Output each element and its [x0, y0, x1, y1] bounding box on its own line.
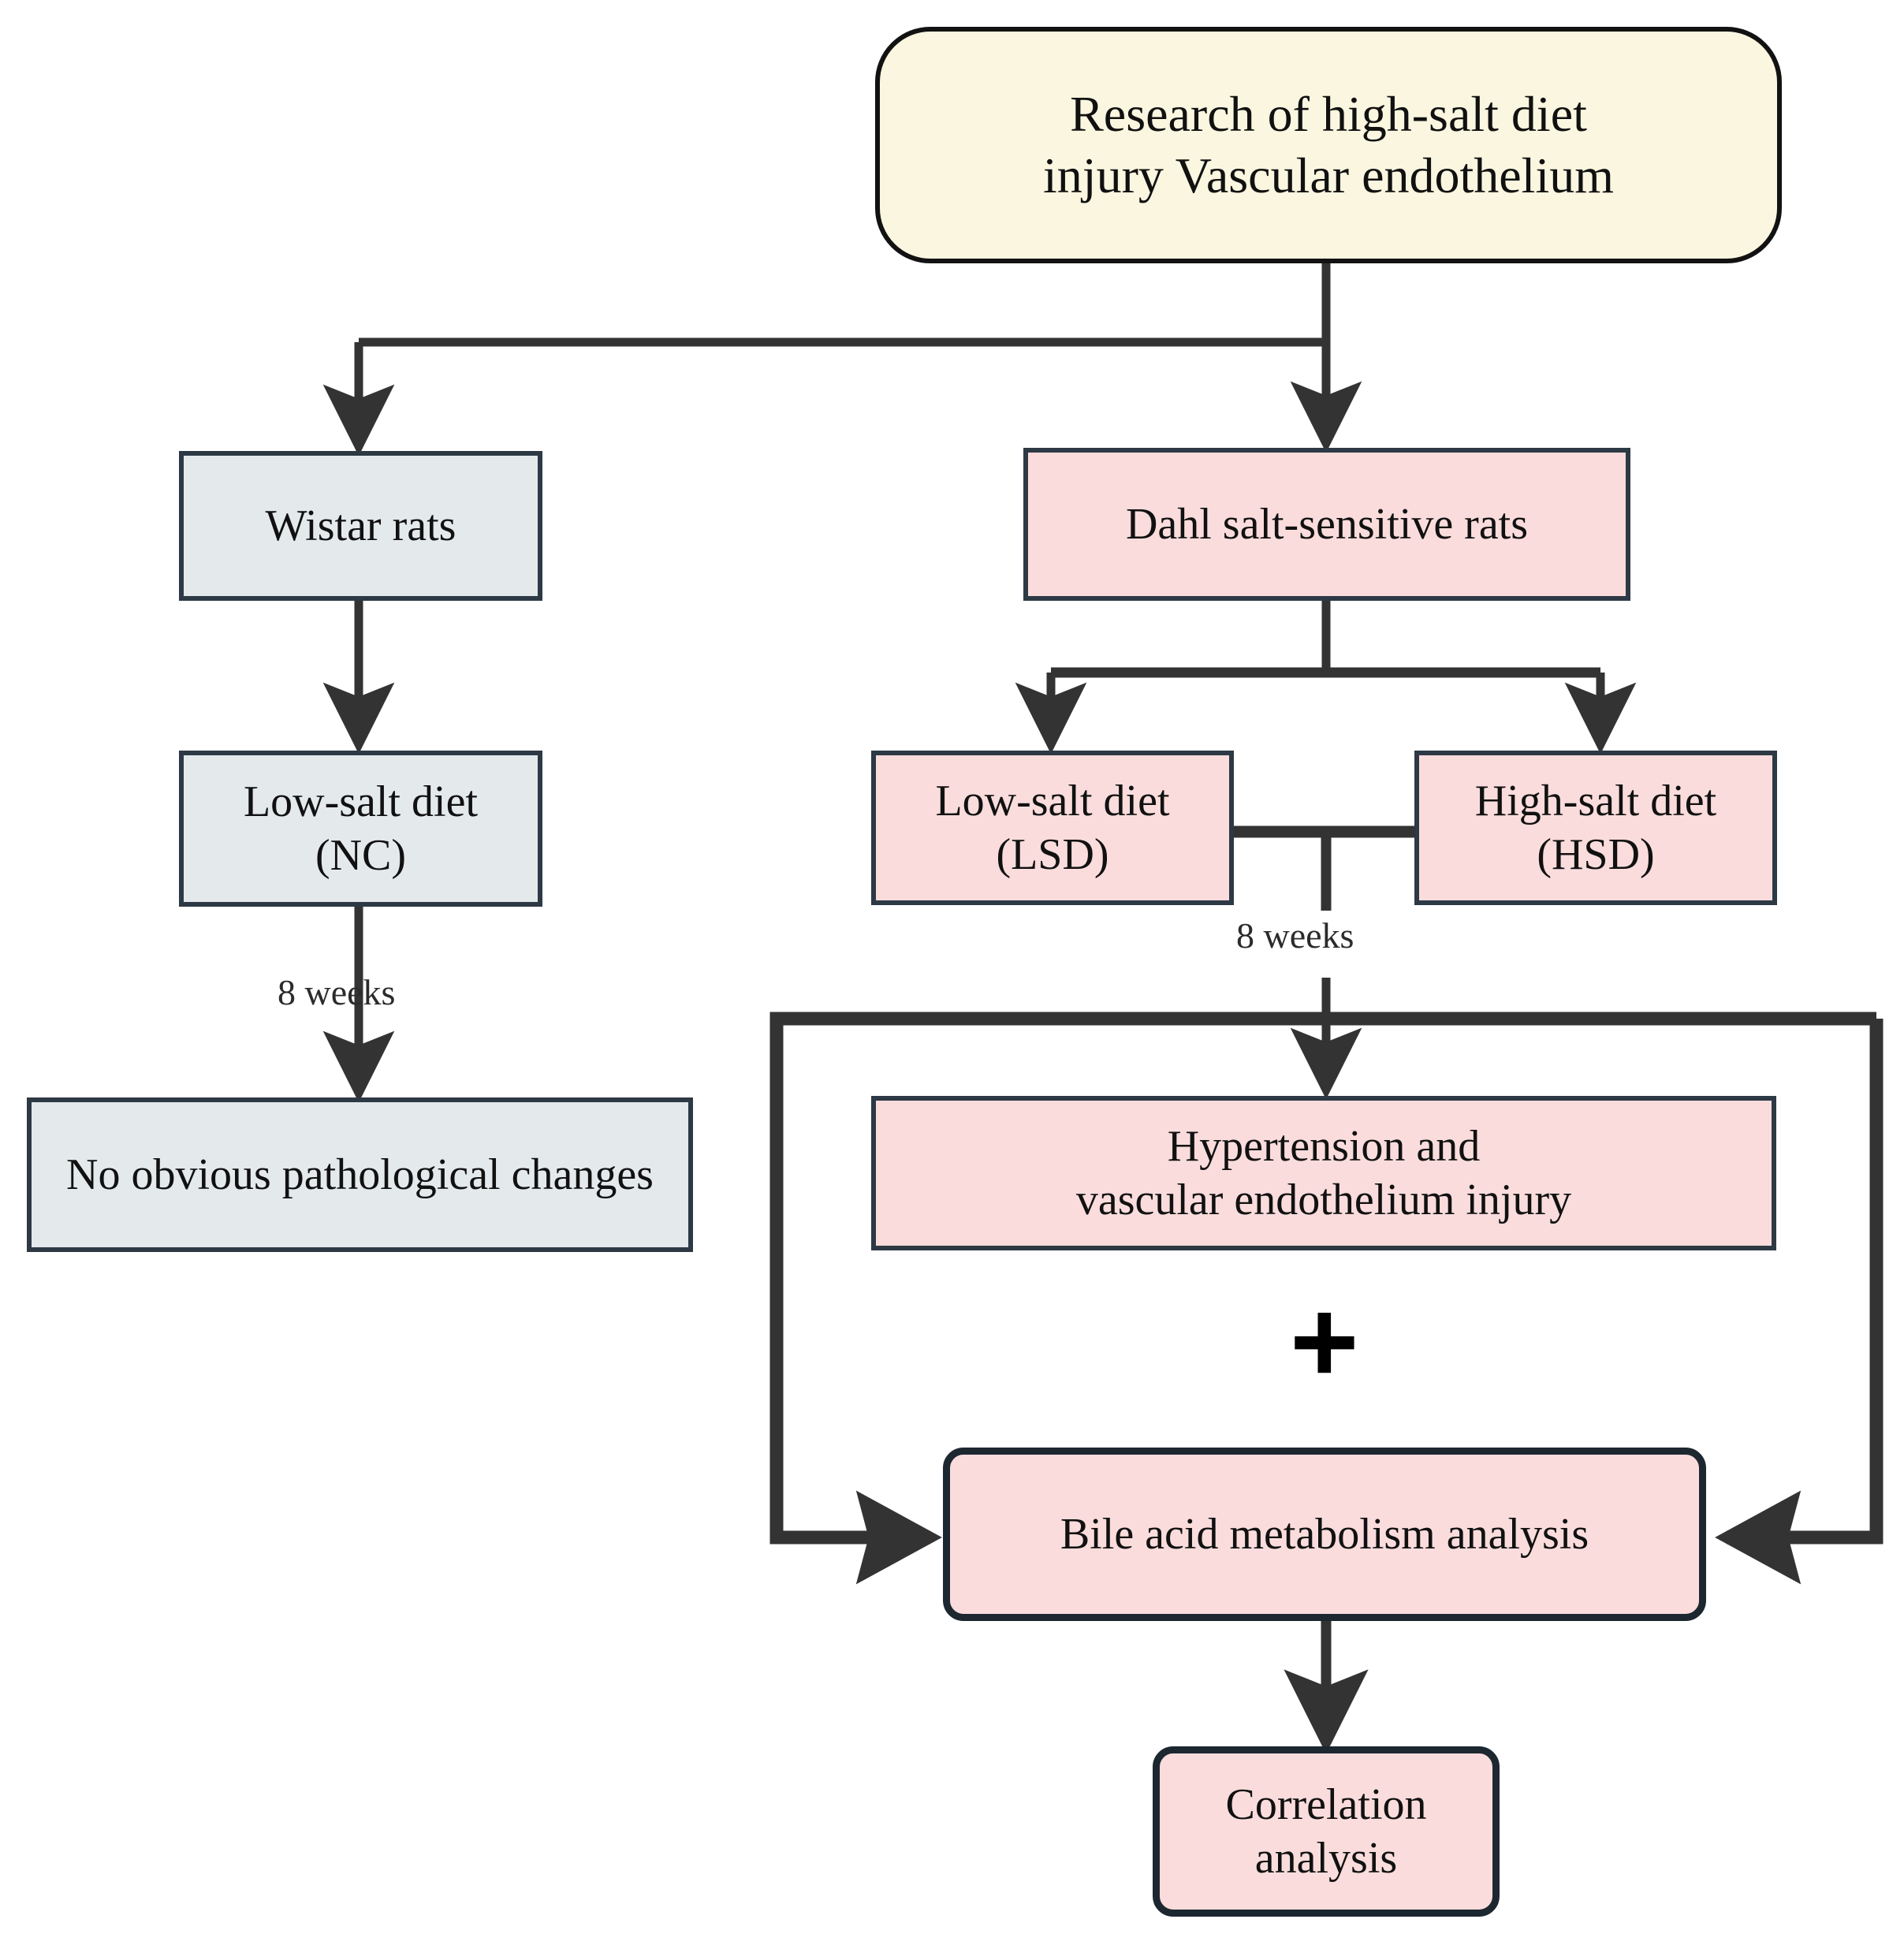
node-dahl-salt-sensitive-rats[interactable]: Dahl salt-sensitive rats [1023, 448, 1630, 601]
edge-label-8-weeks-control: 8 weeks [278, 972, 396, 1012]
node-correlation-analysis[interactable]: Correlation analysis [1153, 1746, 1500, 1917]
node-no-obvious-pathological-changes[interactable]: No obvious pathological changes [27, 1097, 693, 1252]
node-wistar-rats[interactable]: Wistar rats [179, 451, 542, 601]
node-title-research[interactable]: Research of high-salt diet injury Vascul… [875, 27, 1782, 263]
node-low-salt-diet-lsd[interactable]: Low-salt diet (LSD) [871, 751, 1234, 905]
edge-label-8-weeks-experimental: 8 weeks [1236, 915, 1354, 956]
node-bile-acid-metabolism-analysis[interactable]: Bile acid metabolism analysis [943, 1448, 1706, 1621]
node-low-salt-diet-nc[interactable]: Low-salt diet (NC) [179, 751, 542, 907]
plus-operator-icon: + [1290, 1275, 1359, 1407]
node-high-salt-diet-hsd[interactable]: High-salt diet (HSD) [1414, 751, 1777, 905]
node-hypertension-vascular-injury[interactable]: Hypertension and vascular endothelium in… [871, 1096, 1776, 1250]
